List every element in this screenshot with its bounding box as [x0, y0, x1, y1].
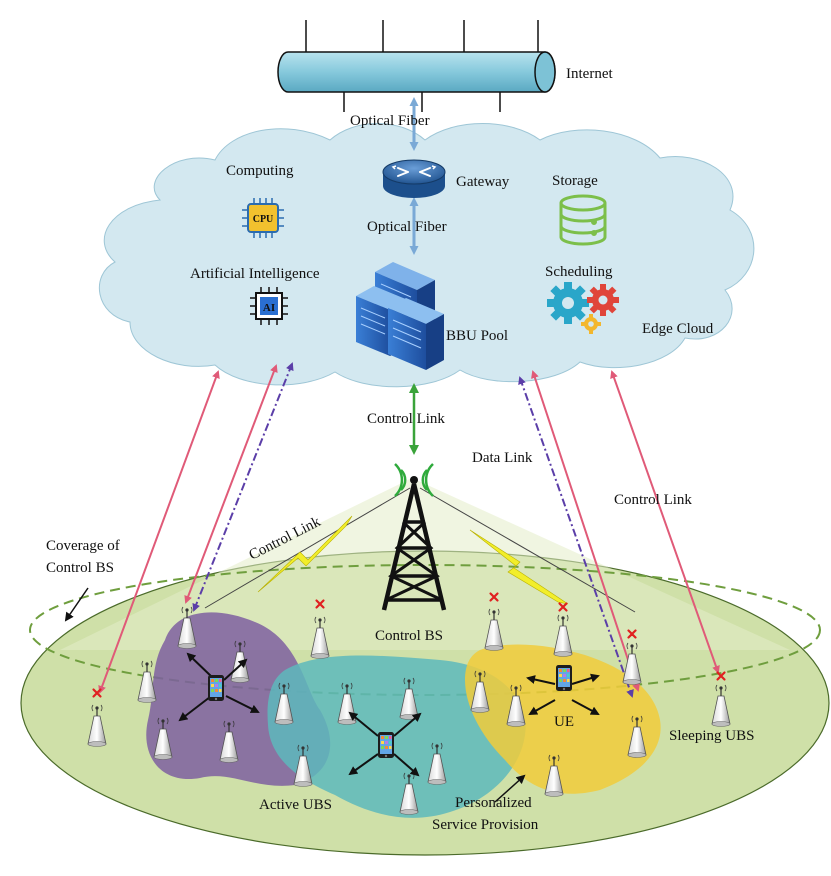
ai-chip-label: AI: [263, 302, 275, 314]
control-bs-tower-icon: [381, 463, 447, 611]
control-link-right-label: Control Link: [614, 492, 692, 508]
gateway-label: Gateway: [456, 174, 510, 190]
ue-label: UE: [554, 714, 574, 730]
wireless-bolt-left: [257, 515, 353, 593]
cpu-chip-label: CPU: [253, 214, 274, 225]
ue-phone-purple: [178, 652, 260, 722]
personalized-label-line1: Personalized: [455, 795, 532, 811]
coverage-pointer-arrow: [64, 587, 89, 622]
internet-label: Internet: [566, 66, 613, 82]
router-icon: [382, 159, 446, 198]
storage-label: Storage: [552, 173, 598, 189]
wireless-bolt-right: [469, 529, 569, 605]
scheduling-label: Scheduling: [545, 264, 613, 280]
ue-phone-yellow: [526, 665, 600, 715]
ai-chip-icon: AI: [250, 287, 288, 325]
edge-cloud-label: Edge Cloud: [642, 321, 714, 337]
bbu-pool-label: BBU Pool: [446, 328, 508, 344]
artificial-intelligence-label: Artificial Intelligence: [190, 266, 320, 282]
personalized-label-line2: Service Provision: [432, 817, 539, 833]
data-link-left-arrow: [192, 362, 294, 612]
ue-phone-teal: [348, 711, 422, 777]
data-link-label: Data Link: [472, 450, 533, 466]
optical-fiber-top-label: Optical Fiber: [350, 113, 430, 129]
cpu-icon: CPU: [242, 198, 284, 238]
sleeping-ubs-label: Sleeping UBS: [669, 728, 754, 744]
optical-fiber-mid-label: Optical Fiber: [367, 219, 447, 235]
control-link-center-label: Control Link: [367, 411, 445, 427]
coverage-label-line2: Control BS: [46, 560, 114, 576]
control-link-right-outer-arrow: [610, 370, 720, 674]
internet-pipe: [277, 20, 556, 112]
coverage-label-line1: Coverage of: [46, 538, 120, 554]
active-ubs-label: Active UBS: [259, 797, 332, 813]
computing-label: Computing: [226, 163, 294, 179]
bbu-pool-servers-icon: [356, 262, 444, 370]
control-bs-label: Control BS: [375, 628, 443, 644]
personalized-pointer-arrow: [494, 774, 526, 803]
active-ubs-region-teal: [267, 655, 526, 818]
database-icon: [559, 194, 607, 246]
